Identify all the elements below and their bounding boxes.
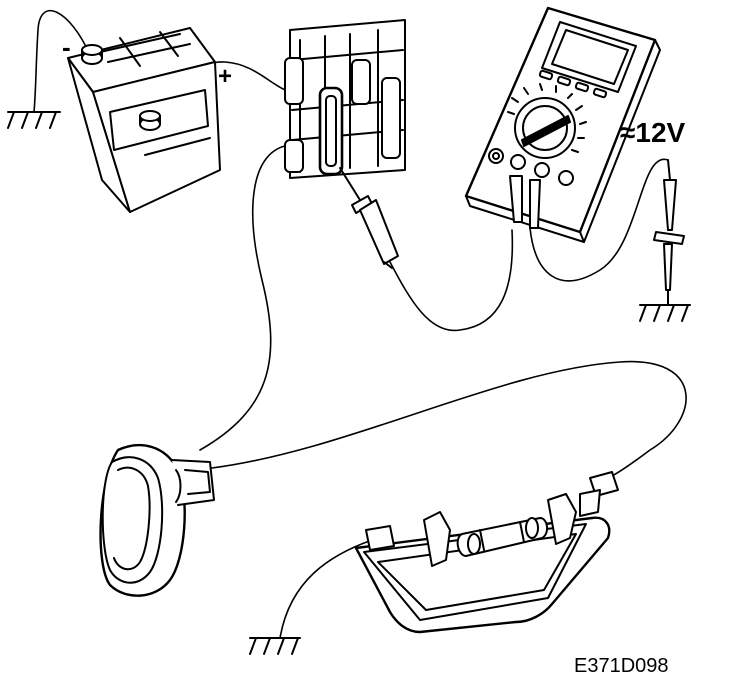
ground-symbol-battery	[7, 111, 61, 129]
ground-symbol-lamp	[249, 637, 301, 655]
wire-battery-ground	[33, 9, 91, 113]
jack-amp	[534, 162, 550, 178]
wire-probe-meter	[389, 229, 514, 332]
wire-fusebox-switch	[199, 144, 291, 451]
multimeter-buttons	[538, 69, 608, 99]
wire-meter-groundprobe	[529, 158, 669, 282]
ground-symbol-meter	[639, 304, 691, 322]
jack-common	[488, 148, 504, 164]
battery	[67, 27, 221, 213]
positive-label: +	[218, 63, 232, 90]
voltage-reading: ≈12V	[620, 117, 686, 148]
rocker-switch	[99, 443, 215, 597]
wire-switch-lamp	[211, 360, 687, 479]
negative-label: -	[62, 32, 71, 62]
ground-test-probe	[653, 159, 685, 306]
fuse-test-probe	[339, 167, 399, 269]
multimeter	[464, 6, 661, 243]
multimeter-display	[541, 21, 637, 93]
wire-lamp-ground	[279, 539, 373, 639]
courtesy-lamp	[354, 471, 619, 634]
fuse-box	[284, 19, 406, 179]
figure-code: E371D098	[574, 655, 669, 677]
jack-volt	[510, 154, 526, 170]
